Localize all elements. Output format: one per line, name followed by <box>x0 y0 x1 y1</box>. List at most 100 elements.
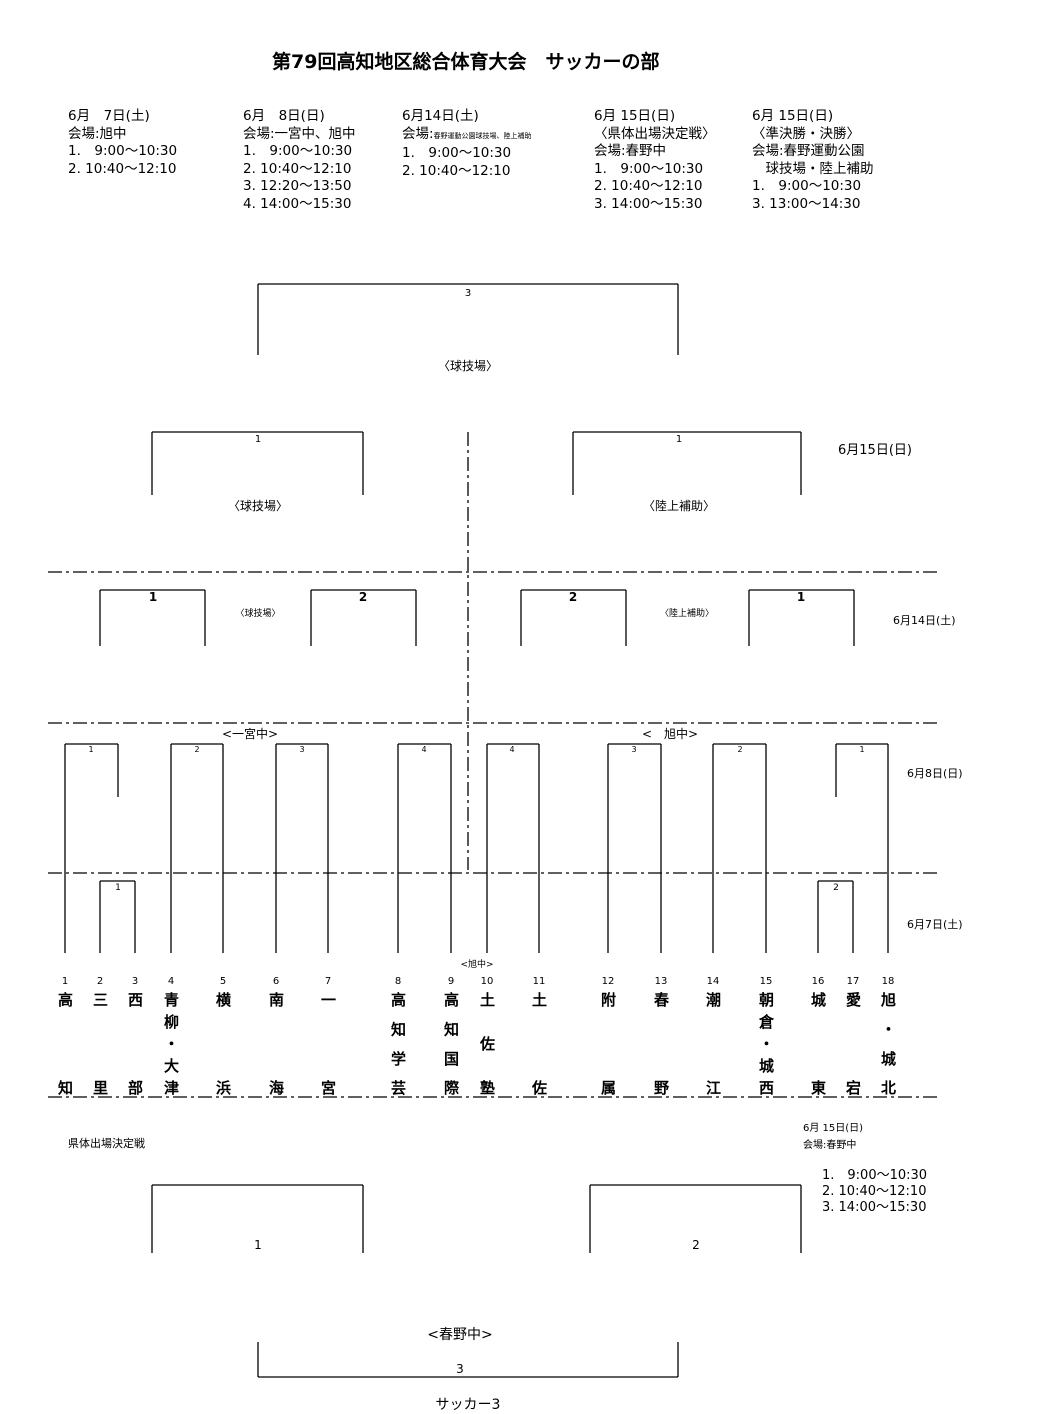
schedule-line: 3. 12:20〜13:50 <box>243 178 352 194</box>
team-name: 西部 <box>126 992 144 1168</box>
r2-match-number: 3 <box>299 745 305 754</box>
team-name: 愛宕 <box>844 992 862 1168</box>
team-number: 16 <box>811 976 825 987</box>
team-number: 2 <box>96 976 104 987</box>
team-name: 高知 <box>56 992 74 1168</box>
team-number: 17 <box>846 976 860 987</box>
venue-small: 春野運動公園球技場、陸上補助 <box>433 131 532 140</box>
team-number: 13 <box>654 976 668 987</box>
playoff-match-number: 2 <box>692 1238 700 1252</box>
r3-venue-left: 〈球技場〉 <box>235 609 281 619</box>
schedule-line: 4. 14:00〜15:30 <box>243 195 352 212</box>
r2-match-number: 4 <box>421 745 427 754</box>
semi-left-match-number: 1 <box>254 434 262 445</box>
schedule-line: 会場:春野中 <box>594 143 667 159</box>
team-number: 3 <box>131 976 139 987</box>
schedule-line: 2. 10:40〜12:10 <box>68 160 177 177</box>
team-number: 5 <box>219 976 227 987</box>
team-number: 1 <box>61 976 69 987</box>
team-number: 11 <box>532 976 546 987</box>
r3-match-number: 1 <box>148 590 158 604</box>
r3-match-number: 1 <box>796 590 806 604</box>
r2-match-number: 1 <box>88 745 94 754</box>
schedule-line: 1. 9:00〜10:30 <box>594 160 704 177</box>
schedule-line: 6月 15日(日) <box>752 108 834 124</box>
page-title: 第79回高知地区総合体育大会 サッカーの部 <box>272 51 660 73</box>
r3-venue-right: 〈陸上補助〉 <box>659 609 715 619</box>
team-number: 15 <box>759 976 773 987</box>
r3-match-number: 2 <box>568 590 578 604</box>
schedule-line: 1. 9:00〜10:30 <box>402 145 512 161</box>
final-match-number: 3 <box>464 288 472 299</box>
team-number: 9 <box>447 976 455 987</box>
schedule-line: 1. 9:00〜10:30 <box>68 143 178 159</box>
playoff-match-number: 1 <box>254 1238 262 1252</box>
playoff-venue-label: <春野中> <box>427 1327 493 1343</box>
venue-label: 会場: <box>402 125 434 142</box>
schedule-line: 2. 10:40〜12:10 <box>243 160 352 177</box>
schedule-line: 2. 10:40〜12:10 <box>402 162 511 179</box>
playoff-date: 6月 15日(日) <box>803 1123 864 1134</box>
schedule-line: 1. 9:00〜10:30 <box>752 178 862 194</box>
schedule-line: 球技場・陸上補助 <box>752 160 874 177</box>
schedule-line: 6月14日(土) <box>402 108 479 124</box>
team-name: 青柳・大津 <box>162 992 180 1102</box>
team-name: 三里 <box>91 992 109 1168</box>
schedule-line: 会場:旭中 <box>68 125 127 142</box>
schedule-venue: 会場:春野運動公園球技場、陸上補助 <box>402 126 532 146</box>
playoff-match-number: 3 <box>456 1362 464 1376</box>
schedule-day3: 6月14日(土) 会場:春野運動公園球技場、陸上補助 1. 9:00〜10:30… <box>402 108 532 180</box>
team-number: 7 <box>324 976 332 987</box>
team-name: 附属 <box>599 992 617 1168</box>
r2-match-number: 3 <box>631 745 637 754</box>
playoff-time: 3. 14:00〜15:30 <box>822 1200 927 1215</box>
r2-match-number: 2 <box>737 745 743 754</box>
r1-date: 6月7日(土) <box>907 918 963 931</box>
r2-match-number: 4 <box>509 745 515 754</box>
schedule-day4: 6月 15日(日) 〈県体出場決定戦〉 会場:春野中 1. 9:00〜10:30… <box>594 108 716 213</box>
semi-right-match-number: 1 <box>675 434 683 445</box>
playoff-time: 1. 9:00〜10:30 <box>822 1168 928 1183</box>
team-number: 12 <box>601 976 615 987</box>
playoff-heading: 県体出場決定戦 <box>68 1137 145 1150</box>
team-name: 高知学芸 <box>389 992 407 1110</box>
team-name: 土佐塾 <box>478 992 496 1124</box>
r2-date: 6月8日(日) <box>907 767 963 780</box>
schedule-line: 1. 9:00〜10:30 <box>243 143 353 159</box>
team-name: 南海 <box>267 992 285 1168</box>
team-name: 潮江 <box>704 992 722 1168</box>
schedule-line: 6月 15日(日) <box>594 108 676 124</box>
r2-match-number: 1 <box>859 745 865 754</box>
team-number: 14 <box>706 976 720 987</box>
semi-left-venue: 〈球技場〉 <box>227 499 289 513</box>
team-name: 高知国際 <box>442 992 460 1110</box>
schedule-day1: 6月 7日(土) 会場:旭中 1. 9:00〜10:30 2. 10:40〜12… <box>68 108 177 178</box>
r1-venue-note: <旭中> <box>460 960 494 970</box>
playoff-time: 2. 10:40〜12:10 <box>822 1184 927 1199</box>
r2-venue-right: < 旭中> <box>641 727 699 741</box>
semi-right-venue: 〈陸上補助〉 <box>642 499 716 513</box>
schedule-line: 会場:春野運動公園 <box>752 143 865 159</box>
team-number: 10 <box>480 976 494 987</box>
team-name: 春野 <box>652 992 670 1168</box>
schedule-line: 〈県体出場決定戦〉 <box>594 125 716 142</box>
final-venue: 〈球技場〉 <box>437 359 499 373</box>
team-number: 18 <box>881 976 895 987</box>
schedule-line: 3. 14:00〜15:30 <box>594 195 703 212</box>
schedule-line: 3. 13:00〜14:30 <box>752 195 861 212</box>
r2-match-number: 2 <box>194 745 200 754</box>
schedule-line: 6月 7日(土) <box>68 108 150 124</box>
r3-match-number: 2 <box>358 590 368 604</box>
team-number: 4 <box>167 976 175 987</box>
team-name: 一宮 <box>319 992 337 1168</box>
playoff-times: 1. 9:00〜10:30 2. 10:40〜12:10 3. 14:00〜15… <box>822 1168 927 1216</box>
team-number: 6 <box>272 976 280 987</box>
team-name: 横浜 <box>214 992 232 1168</box>
schedule-day5: 6月 15日(日) 〈準決勝・決勝〉 会場:春野運動公園 球技場・陸上補助 1.… <box>752 108 874 213</box>
r2-venue-left: <一宮中> <box>221 727 279 741</box>
schedule-line: 6月 8日(日) <box>243 108 325 124</box>
team-name: 城東 <box>809 992 827 1168</box>
r1-match-number: 2 <box>833 883 839 893</box>
schedule-line: 2. 10:40〜12:10 <box>594 178 703 194</box>
